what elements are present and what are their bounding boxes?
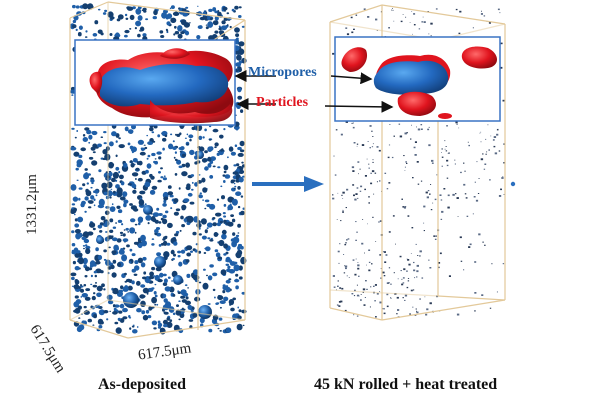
transition-arrow (252, 176, 324, 192)
micropore-blob (373, 60, 449, 95)
stray-pore (510, 181, 516, 187)
micropores-label: Micropores (248, 65, 317, 80)
right-inset-3d-view (334, 36, 501, 122)
callout-arrows (234, 70, 394, 113)
left-micropore-cloud (70, 3, 247, 335)
particle-small (341, 47, 368, 72)
right-sample-box (329, 4, 506, 321)
micropores-right-arrow (330, 72, 373, 85)
left-inset-3d-view (74, 39, 236, 126)
micropore-blob (100, 63, 229, 107)
particle-small (461, 46, 497, 69)
particles-label: Particles (256, 95, 309, 110)
height-dimension-label: 1331.2μm (23, 174, 40, 235)
particles-right-arrow (324, 100, 394, 113)
right-caption: 45 kN rolled + heat treated (314, 376, 498, 393)
particle-large (397, 91, 436, 116)
right-box-edges (329, 4, 506, 321)
left-sample-box (69, 1, 247, 339)
left-caption: As-deposited (98, 376, 187, 393)
